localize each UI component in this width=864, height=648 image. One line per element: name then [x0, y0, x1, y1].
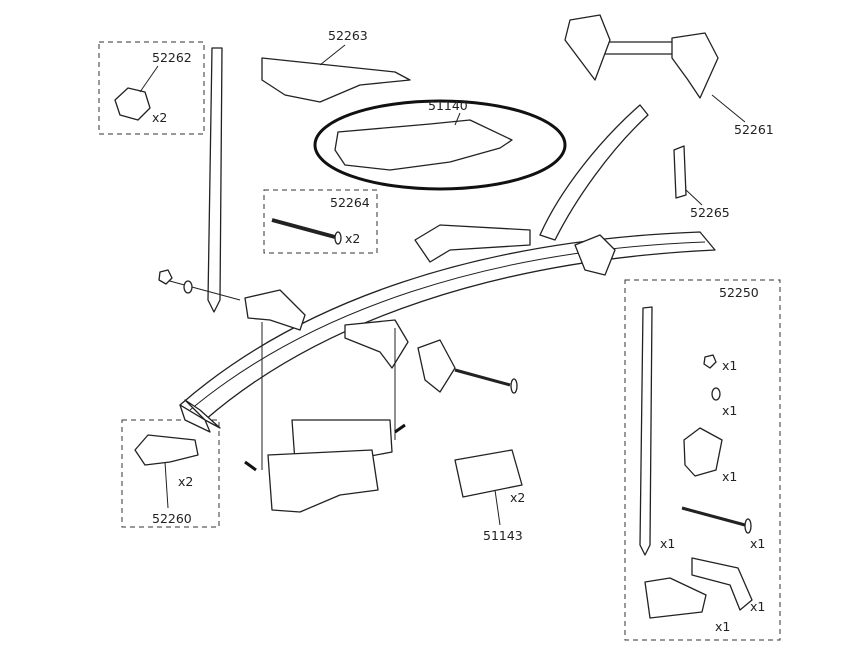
part-52265-plate [673, 145, 687, 199]
leader-line-52262 [139, 65, 159, 93]
group-box-52250 [624, 279, 781, 641]
part-number-51143: 51143 [483, 528, 523, 543]
rail-section-exploded [244, 322, 406, 513]
part-52261-frame-holder [564, 14, 719, 99]
part-52260-end-cap [134, 434, 199, 466]
part-52262-knob [114, 87, 151, 121]
qty-52250-strap: x1 [660, 536, 675, 551]
leader-line-52265 [685, 189, 703, 206]
leader-line-52261 [711, 94, 746, 123]
part-51143-sticker [454, 449, 523, 498]
rail-clamp-head [574, 234, 616, 276]
part-number-52260: 52260 [152, 511, 192, 526]
strap-axis-line [165, 279, 241, 301]
rail-knob-bracket [414, 224, 531, 263]
part-number-52263: 52263 [328, 28, 368, 43]
part-number-51140: 51140 [428, 98, 468, 113]
part-52263 [261, 57, 411, 103]
washer [183, 280, 193, 294]
center-bracket [344, 319, 409, 369]
qty-52262: x2 [152, 110, 167, 125]
part-number-52250: 52250 [719, 285, 759, 300]
qty-52250-bolt: x1 [750, 536, 765, 551]
qty-52250-clamp-bracket: x1 [722, 469, 737, 484]
qty-52250-rail-clamp: x1 [715, 619, 730, 634]
leader-line-52260 [164, 461, 169, 509]
qty-52250-end-cap: x1 [750, 599, 765, 614]
leader-line-52263 [319, 44, 346, 66]
center-bolt [454, 368, 518, 394]
strap-clamp [244, 289, 306, 331]
qty-52260: x2 [178, 474, 193, 489]
part-number-52265: 52265 [690, 205, 730, 220]
group-box-52260 [121, 419, 220, 528]
qty-52250-nut: x1 [722, 358, 737, 373]
center-clamp [417, 339, 456, 393]
upright-arm [539, 104, 649, 241]
nut [158, 269, 173, 285]
part-number-52264: 52264 [330, 195, 370, 210]
leader-line-51143 [494, 489, 501, 526]
left-strap [207, 47, 223, 313]
qty-52264: x2 [345, 231, 360, 246]
main-rail [179, 231, 716, 433]
group-box-52264 [263, 189, 378, 254]
qty-52250-washer: x1 [722, 403, 737, 418]
part-number-52261: 52261 [734, 122, 774, 137]
highlight-ellipse-51140 [313, 99, 567, 191]
kit-52250-items [639, 306, 753, 619]
part-51140 [334, 119, 513, 171]
part-number-52262: 52262 [152, 50, 192, 65]
qty-51143: x2 [510, 490, 525, 505]
leader-line-51140 [454, 112, 461, 126]
part-52264-bolt [271, 218, 342, 245]
